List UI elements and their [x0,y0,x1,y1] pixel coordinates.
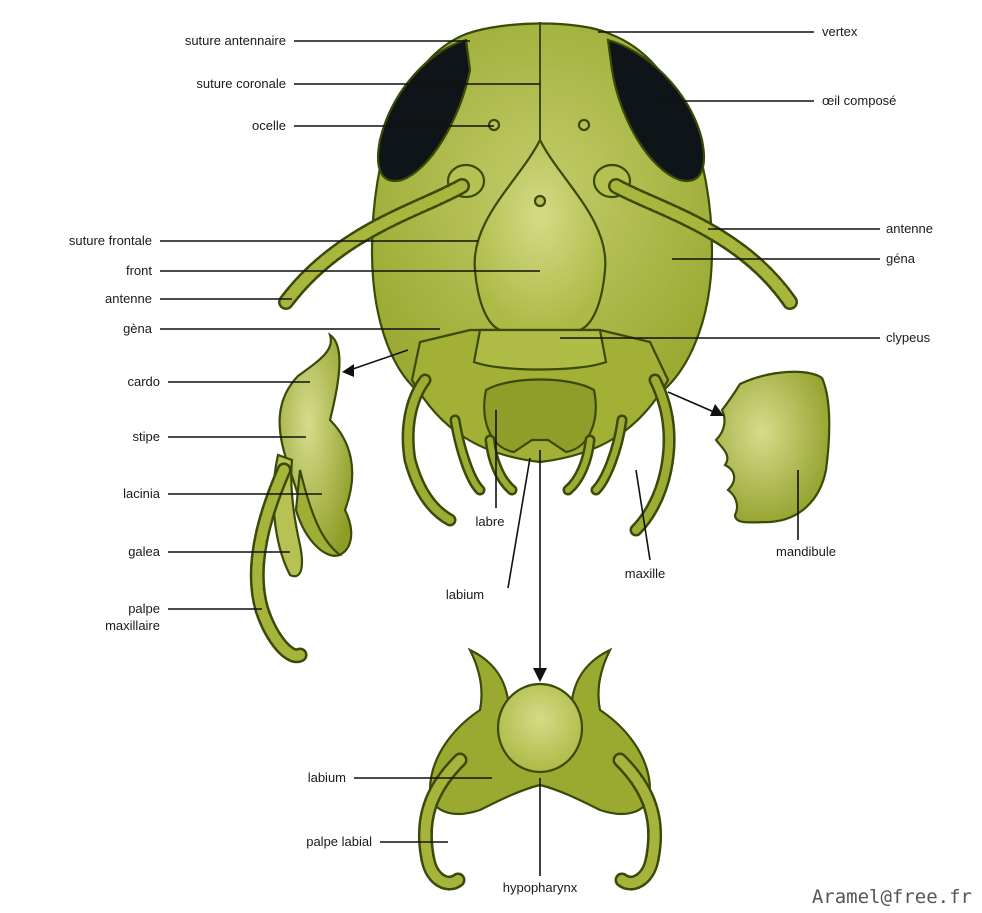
label-antenne-right: antenne [886,221,933,236]
left-ocellus [489,120,499,130]
label-palpe-maxillaire-2: maxillaire [105,618,160,633]
watermark: Aramel@free.fr [812,886,972,908]
label-clypeus: clypeus [886,330,931,345]
label-labre: labre [476,514,505,529]
label-gena-right: géna [886,251,916,266]
label-ocelle: ocelle [252,118,286,133]
label-labium-bottom: labium [308,770,346,785]
hypopharynx-piece [498,684,582,772]
label-cardo: cardo [127,374,160,389]
label-maxille: maxille [625,566,665,581]
label-antenne-left: antenne [105,291,152,306]
label-oeil-compose: œil composé [822,93,896,108]
median-ocellus [535,196,545,206]
label-front: front [126,263,152,278]
mandible-piece [716,372,829,523]
detached-mandible [716,372,829,523]
label-stipe: stipe [133,429,160,444]
label-lacinia: lacinia [123,486,161,501]
label-palpe-maxillaire-1: palpe [128,601,160,616]
label-labium-top: labium [446,587,484,602]
detached-maxilla [257,335,352,656]
head [286,22,790,530]
clypeus [474,330,606,370]
label-gena-left: gèna [123,321,153,336]
label-galea: galea [128,544,161,559]
label-suture-antennaire: suture antennaire [185,33,286,48]
label-vertex: vertex [822,24,858,39]
label-suture-frontale: suture frontale [69,233,152,248]
label-suture-coronale: suture coronale [196,76,286,91]
label-hypopharynx: hypopharynx [503,880,578,895]
label-palpe-labial: palpe labial [306,834,372,849]
label-mandibule: mandibule [776,544,836,559]
arrow-to-mandible [668,392,714,412]
right-ocellus [579,120,589,130]
